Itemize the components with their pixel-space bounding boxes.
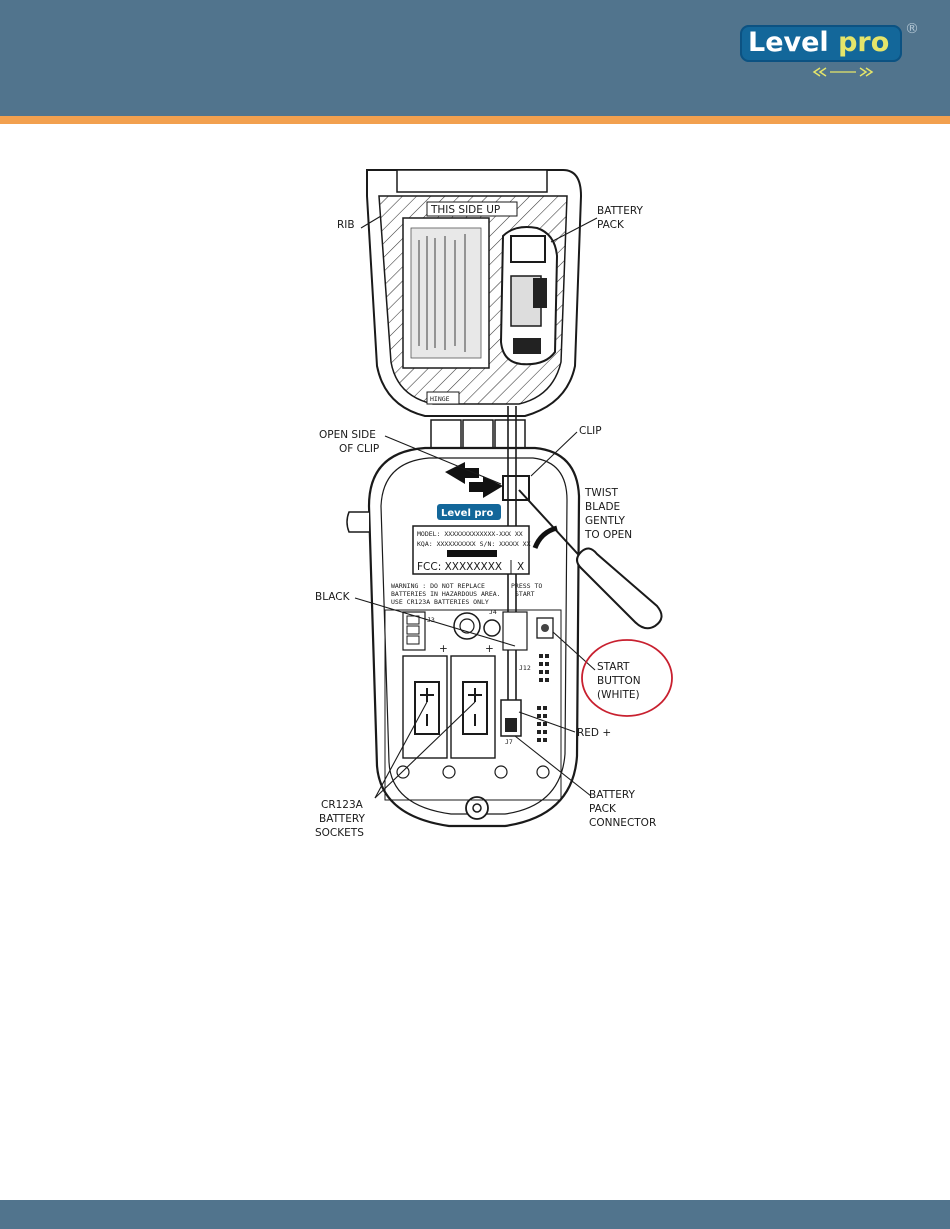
start-label-2: BUTTON xyxy=(597,675,641,687)
model-line-text: MODEL: XXXXXXXXXXXXX-XXX XX xyxy=(417,530,523,538)
open-side-label-1: OPEN SIDE xyxy=(319,429,376,441)
j7-text: J7 xyxy=(505,738,513,746)
clip-label: CLIP xyxy=(579,425,602,437)
fcc-x-text: X xyxy=(517,561,524,573)
fcc-text: FCC: XXXXXXXX xyxy=(417,561,502,573)
logo-pro-text: pro xyxy=(838,27,890,58)
twist-label-1: TWIST xyxy=(584,487,619,499)
j3-text: J3 xyxy=(427,616,435,624)
device-lid: THIS SIDE UP HINGE xyxy=(366,169,583,417)
cr123a-label-3: SOCKETS xyxy=(315,827,364,839)
header-accent-stripe xyxy=(0,116,950,124)
registered-mark: ® xyxy=(905,21,919,37)
lid-warning-text-lines xyxy=(418,234,466,352)
start-label-3: (WHITE) xyxy=(597,689,640,701)
this-side-up-text: THIS SIDE UP xyxy=(430,204,500,216)
open-side-label-2: OF CLIP xyxy=(339,443,379,455)
screwdriver-icon xyxy=(518,489,663,630)
logo-level-text: Level xyxy=(748,27,829,58)
board-warning-2: BATTERIES IN HAZARDOUS AREA. xyxy=(391,590,501,598)
plus-sign-2: + xyxy=(485,643,494,655)
press-to-text: PRESS TO xyxy=(511,582,542,590)
rib-label: RIB xyxy=(337,219,355,231)
connector-label-2: PACK xyxy=(589,803,617,815)
twist-label-3: GENTLY xyxy=(585,515,625,527)
board-warning-3: USE CR123A BATTERIES ONLY xyxy=(391,598,489,606)
logo-badge: Level pro xyxy=(740,25,902,62)
levelpro-logo: Level pro ® xyxy=(740,21,940,81)
black-label: BLACK xyxy=(315,591,351,603)
hinge xyxy=(430,419,526,451)
callout-leaders xyxy=(354,215,598,799)
red-plus-label: RED + xyxy=(577,727,611,739)
cr123a-label-1: CR123A xyxy=(321,799,364,811)
connector-label-3: CONNECTOR xyxy=(589,817,656,829)
fcc-label: MODEL: XXXXXXXXXXXXX-XXX XX KQA: XXXXXXX… xyxy=(412,525,531,575)
kqa-line-text: KQA: XXXXXXXXXX S/N: XXXXX XX xyxy=(417,540,531,548)
battery-pack-label-2: PACK xyxy=(597,219,625,231)
circuit-board: J3 J4 J12 + + J7 xyxy=(384,608,562,801)
twist-label-2: BLADE xyxy=(585,501,620,513)
j4-text: J4 xyxy=(489,608,497,616)
cr123a-label-2: BATTERY xyxy=(319,813,365,825)
battery-pack-label-1: BATTERY xyxy=(597,205,643,217)
inner-logo-text: Level pro xyxy=(441,508,493,519)
twist-label-4: TO OPEN xyxy=(584,529,632,541)
footer-band xyxy=(0,1200,950,1229)
battery-installation-diagram: THIS SIDE UP HINGE Level pro xyxy=(305,166,677,844)
j12-text: J12 xyxy=(519,664,531,672)
plus-sign-1: + xyxy=(439,643,448,655)
signal-waves-icon xyxy=(812,67,874,77)
start-small-text: START xyxy=(515,590,535,598)
hinge-text: HINGE xyxy=(430,395,450,403)
board-warning-1: WARNING : DO NOT REPLACE xyxy=(391,582,485,590)
start-button-highlight xyxy=(581,639,673,717)
connector-label-1: BATTERY xyxy=(589,789,635,801)
inner-levelpro-logo: Level pro xyxy=(437,504,501,520)
logo-wordmark: Level pro xyxy=(748,26,889,60)
start-label-1: START xyxy=(597,661,630,673)
